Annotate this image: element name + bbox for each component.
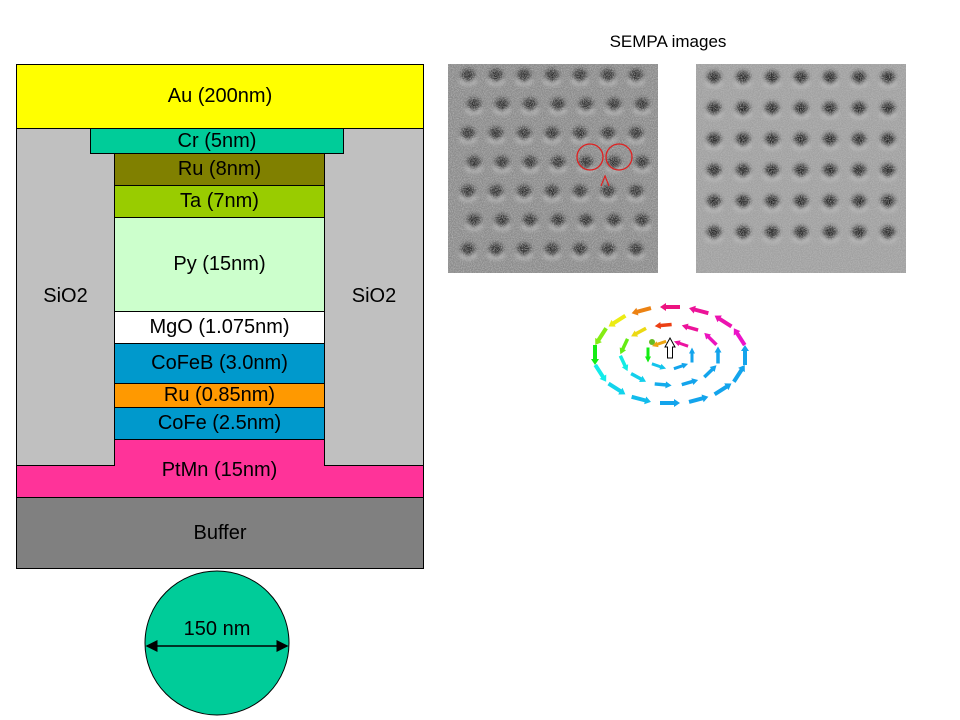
spin-arrow-icon: [654, 381, 672, 389]
spin-arrow-icon: [688, 394, 709, 404]
mgo-label: MgO (1.075nm): [149, 316, 290, 338]
layer-cofeb: CoFeB (3.0nm): [114, 343, 325, 384]
spin-arrow-icon: [645, 347, 651, 363]
sempa-image-left: [448, 64, 658, 273]
sio2-left-label: SiO2: [43, 285, 88, 307]
layer-ru-top: Ru (8nm): [114, 153, 325, 186]
ru-mid-label: Ru (0.85nm): [163, 384, 276, 406]
spin-arrow-icon: [681, 323, 699, 332]
spin-arrow-icon: [660, 303, 680, 311]
spin-arrow-icon: [631, 306, 652, 316]
spin-arrow-icon: [591, 345, 599, 365]
buffer-label: Buffer: [193, 521, 247, 544]
spin-arrow-icon: [654, 322, 672, 330]
spin-arrow-icon: [619, 338, 630, 355]
noise-texture: [448, 64, 658, 273]
noise-texture: [696, 64, 906, 273]
sempa-title: SEMPA images: [609, 32, 727, 51]
spin-arrow-icon: [689, 347, 695, 363]
vortex-diagram: [591, 303, 749, 407]
spin-arrow-icon: [651, 362, 667, 370]
core-dot-icon: [649, 339, 655, 345]
cr-label: Cr (5nm): [177, 129, 257, 152]
spin-arrow-icon: [630, 372, 647, 382]
diameter-text: 150 nm: [183, 617, 251, 640]
spin-arrow-icon: [673, 362, 689, 371]
spin-arrow-icon: [651, 339, 667, 348]
spin-arrow-icon: [703, 365, 717, 379]
core-up-arrow-icon: [664, 336, 676, 359]
spin-arrow-icon: [593, 363, 607, 382]
caret-mark-icon: [600, 174, 610, 187]
layer-sio2-left: SiO2: [16, 127, 115, 466]
ta-label: Ta (7nm): [180, 190, 259, 212]
cofe-label: CoFe (2.5nm): [157, 412, 282, 434]
spin-arrow-icon: [689, 305, 709, 316]
spin-arrow-icon: [732, 364, 745, 383]
layer-ru-mid: Ru (0.85nm): [114, 383, 325, 408]
pillar-circle: [144, 570, 290, 716]
layer-au: Au (200nm): [16, 64, 424, 129]
ptmn-label: PtMn (15nm): [161, 458, 278, 481]
spin-arrow-icon: [741, 345, 749, 365]
sio2-right-label: SiO2: [351, 285, 397, 307]
layer-mgo: MgO (1.075nm): [114, 311, 325, 344]
layer-ta: Ta (7nm): [114, 185, 325, 218]
ru-top-label: Ru (8nm): [177, 158, 262, 180]
spin-arrow-icon: [704, 332, 718, 346]
spin-arrow-icon: [595, 327, 608, 346]
spin-arrow-icon: [618, 355, 629, 372]
sempa-image-right: [696, 64, 906, 273]
spin-arrow-icon: [714, 315, 733, 329]
spin-arrow-icon: [631, 394, 651, 405]
layer-py: Py (15nm): [114, 217, 325, 312]
layer-buffer: Buffer: [16, 497, 424, 569]
spin-arrow-icon: [681, 378, 699, 387]
spin-arrow-icon: [607, 381, 626, 395]
spin-arrow-icon: [733, 328, 747, 347]
layer-cofe: CoFe (2.5nm): [114, 407, 325, 440]
au-label: Au (200nm): [167, 85, 273, 107]
highlight-circle: [576, 143, 604, 171]
spin-arrow-icon: [714, 346, 722, 364]
layer-ptmn: PtMn (15nm): [114, 450, 325, 490]
cofeb-label: CoFeB (3.0nm): [151, 352, 288, 374]
spin-arrow-icon: [660, 399, 680, 407]
highlight-circle: [605, 143, 633, 171]
spin-arrow-icon: [713, 383, 732, 397]
spin-arrow-icon: [631, 326, 647, 337]
pillar-diameter-label: 150 nm: [150, 615, 284, 643]
spin-arrow-icon: [673, 340, 689, 348]
py-label: Py (15nm): [173, 253, 266, 275]
spin-arrow-icon: [608, 313, 627, 327]
